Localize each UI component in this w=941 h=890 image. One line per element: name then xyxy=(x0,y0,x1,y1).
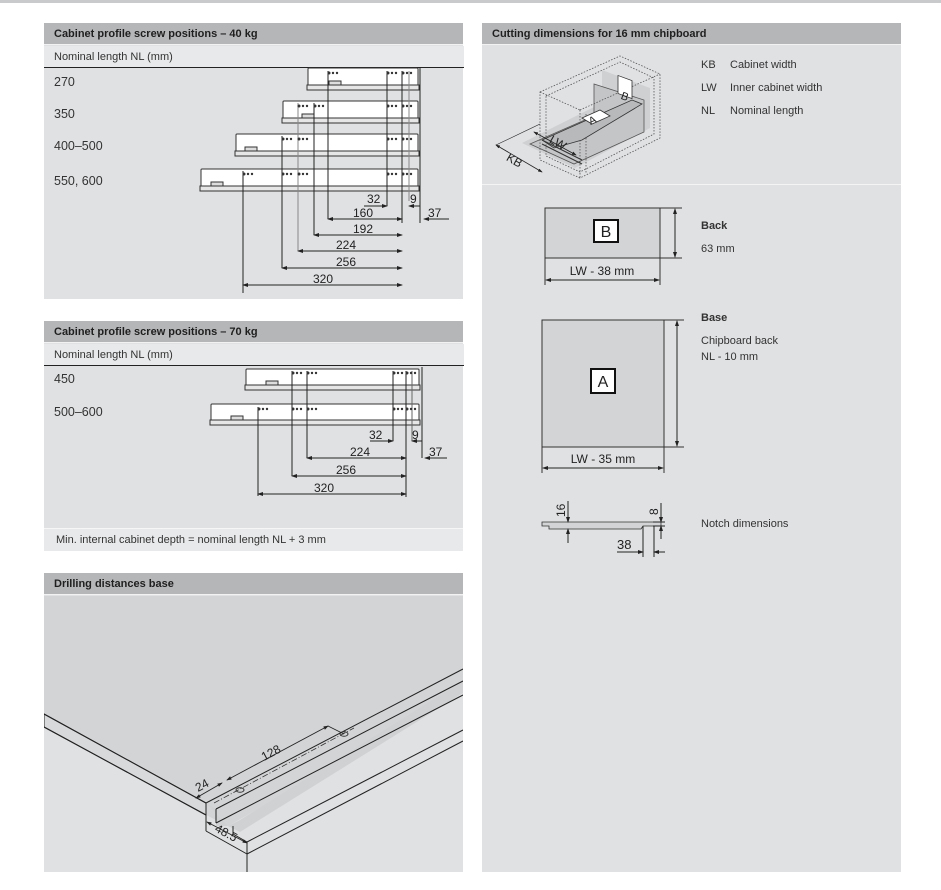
dim-line-24 xyxy=(195,782,223,799)
rail-270 xyxy=(306,67,420,91)
row-label-400-500: 400–500 xyxy=(54,139,103,153)
dim-320: 320 xyxy=(313,272,333,286)
nominal-length-header: Nominal length NL (mm) xyxy=(44,344,464,366)
dim-line-kb xyxy=(495,144,543,173)
dim-192: 192 xyxy=(353,222,373,236)
legend-abbr-nl: NL xyxy=(701,105,716,117)
legend-abbr-lw: LW xyxy=(701,82,717,94)
rail-500-600 xyxy=(209,403,421,426)
notch-dim-38: 38 xyxy=(617,537,631,552)
min-depth-note: Min. internal cabinet depth = nominal le… xyxy=(44,528,463,551)
base-line-2: NL - 10 mm xyxy=(701,351,759,363)
base-marker: A xyxy=(598,374,609,391)
back-height-value: 63 mm xyxy=(701,243,735,255)
dim-9: 9 xyxy=(412,428,419,442)
rail-350 xyxy=(281,100,420,124)
cabinet-diagram: B A LW KB xyxy=(495,55,661,179)
dim-320: 320 xyxy=(314,481,334,495)
dim-256: 256 xyxy=(336,255,356,269)
dim-9: 9 xyxy=(410,192,417,206)
back-width-label: LW - 38 mm xyxy=(570,264,634,278)
base-title: Base xyxy=(701,312,728,324)
notch-label: Notch dimensions xyxy=(701,518,789,530)
back-piece-diagram: B LW - 38 mm xyxy=(544,207,682,285)
legend-text-nl: Nominal length xyxy=(730,105,804,117)
panel-title: Drilling distances base xyxy=(44,573,463,595)
rail-400-500 xyxy=(234,133,420,157)
dim-37: 37 xyxy=(429,445,443,459)
base-width-label: LW - 35 mm xyxy=(571,452,635,466)
dim-line-128 xyxy=(226,725,329,781)
row-label-550-600: 550, 600 xyxy=(54,174,103,188)
dim-224: 224 xyxy=(336,238,356,252)
drill-hole xyxy=(235,787,245,793)
legend-text-lw: Inner cabinet width xyxy=(730,82,823,94)
nominal-length-header: Nominal length NL (mm) xyxy=(44,46,464,68)
row-label-270: 270 xyxy=(54,75,75,89)
drilling-diagram: 128 24 48.5 xyxy=(44,596,463,872)
cabinet-label-kb: KB xyxy=(504,150,525,170)
dim-24: 24 xyxy=(193,776,212,795)
panel-drilling-distances: Drilling distances base xyxy=(44,573,463,872)
back-marker: B xyxy=(601,224,612,241)
top-rule xyxy=(0,0,941,3)
screw-holes xyxy=(242,71,413,176)
screw-holes xyxy=(257,371,417,411)
base-piece-diagram: A LW - 35 mm xyxy=(541,319,684,473)
back-title: Back xyxy=(701,220,728,232)
dim-line-48-5 xyxy=(206,821,248,844)
panel-title: Cabinet profile screw positions – 70 kg xyxy=(44,321,463,343)
dim-line-lw xyxy=(533,131,577,156)
dim-37: 37 xyxy=(428,206,442,220)
row-label-350: 350 xyxy=(54,107,75,121)
rail-550-600 xyxy=(199,168,420,192)
panel-screw-positions-70kg: Cabinet profile screw positions – 70 kg … xyxy=(44,321,464,551)
legend-text-kb: Cabinet width xyxy=(730,59,797,71)
panel-title: Cutting dimensions for 16 mm chipboard xyxy=(482,23,901,45)
cabinet-label-b: B xyxy=(619,90,630,104)
base-line-1: Chipboard back xyxy=(701,335,779,347)
rail-diagram-70kg: 32 9 224 37 256 320 xyxy=(209,367,447,497)
drill-hole xyxy=(339,731,349,737)
dim-32: 32 xyxy=(367,192,381,206)
row-label-450: 450 xyxy=(54,372,75,386)
dim-160: 160 xyxy=(353,206,373,220)
row-label-500-600: 500–600 xyxy=(54,405,103,419)
rail-450 xyxy=(244,368,421,391)
panel-cutting-dimensions: Cutting dimensions for 16 mm chipboard B… xyxy=(482,23,901,872)
dim-256: 256 xyxy=(336,463,356,477)
notch-dim-8: 8 xyxy=(647,508,661,515)
notch-diagram: 16 8 38 xyxy=(541,501,665,557)
rail-diagram-40kg: 32 9 160 37 192 224 256 320 xyxy=(199,67,449,293)
panel-title: Cabinet profile screw positions – 40 kg xyxy=(44,23,463,45)
legend-abbr-kb: KB xyxy=(701,59,716,71)
dim-32: 32 xyxy=(369,428,383,442)
section-divider xyxy=(482,184,901,185)
notch-dim-16: 16 xyxy=(554,503,568,517)
dim-224: 224 xyxy=(350,445,370,459)
panel-screw-positions-40kg: Cabinet profile screw positions – 40 kg … xyxy=(44,23,464,299)
